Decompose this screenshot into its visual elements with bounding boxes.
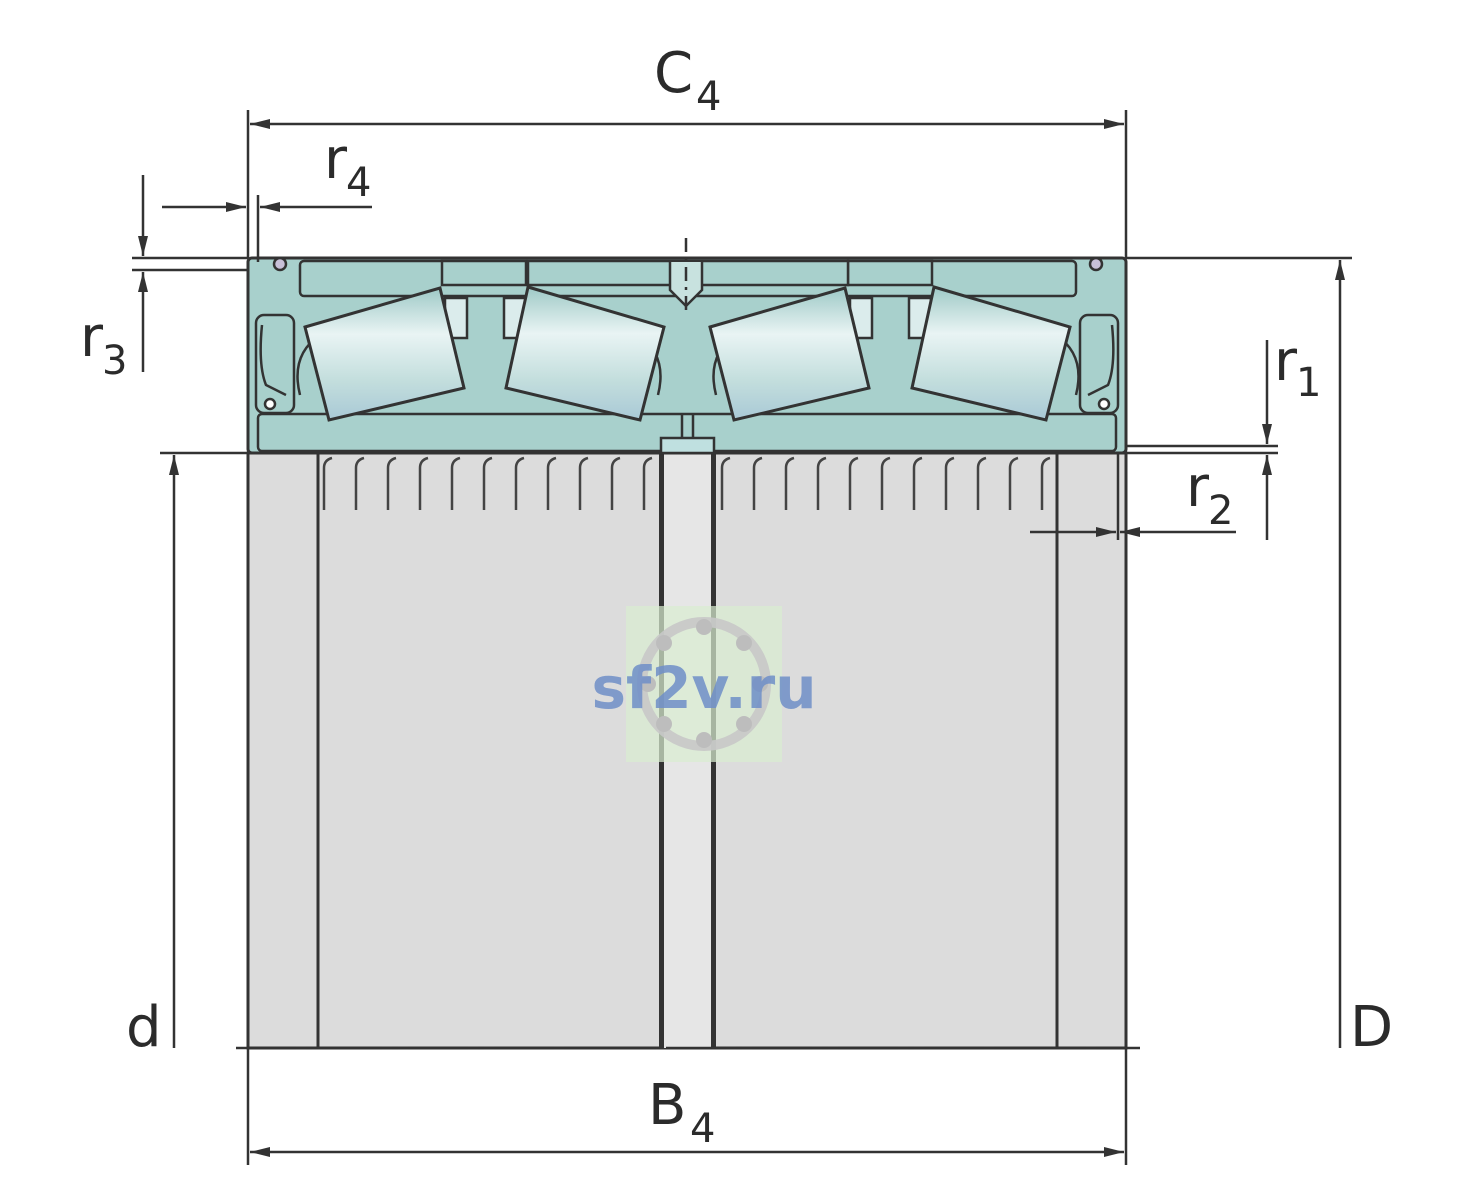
hatch-stroke: [944, 456, 955, 510]
label-r3: r 3: [80, 305, 127, 384]
svg-text:C: C: [654, 41, 693, 106]
hatch-stroke: [322, 456, 333, 510]
svg-text:r: r: [1186, 455, 1210, 520]
svg-text:3: 3: [102, 338, 127, 384]
label-d: d: [126, 995, 162, 1060]
hatch-stroke: [642, 456, 653, 510]
label-r1: r 1: [1274, 329, 1321, 406]
hatch-stroke: [752, 456, 763, 510]
hatch-stroke: [514, 456, 525, 510]
center-lines: [236, 238, 1140, 1050]
hatch-stroke: [482, 456, 493, 510]
hatch-stroke: [1008, 456, 1019, 510]
hatch-stroke: [976, 456, 987, 510]
hatch-stroke: [386, 456, 397, 510]
svg-text:4: 4: [696, 74, 721, 120]
svg-text:2: 2: [1208, 488, 1233, 534]
svg-text:r: r: [324, 127, 348, 192]
hatch-stroke: [450, 456, 461, 510]
watermark-logo: [626, 606, 782, 762]
svg-text:B: B: [648, 1073, 686, 1138]
hatch-stroke: [610, 456, 621, 510]
label-D: D: [1350, 995, 1393, 1060]
roller-row-1: [303, 286, 466, 422]
svg-text:1: 1: [1296, 360, 1321, 406]
label-r2: r 2: [1186, 455, 1233, 534]
watermark-balls: [640, 619, 768, 748]
dimension-lines: [132, 110, 1352, 1165]
svg-text:r: r: [80, 305, 104, 370]
label-B4: B 4: [648, 1073, 715, 1152]
label-C4: C 4: [654, 41, 721, 120]
hatch-stroke: [720, 456, 731, 510]
inner-ring-section: [246, 451, 1128, 1050]
roller-row-2: [504, 285, 666, 422]
svg-text:r: r: [1274, 329, 1298, 394]
hatch-stroke: [784, 456, 795, 510]
label-r4: r 4: [324, 127, 371, 206]
hatch-stroke: [418, 456, 429, 510]
watermark-text: sf2v.ru: [591, 654, 816, 722]
roller-row-3: [708, 286, 871, 422]
roller-row-4: [910, 285, 1072, 422]
hatch-stroke: [1040, 456, 1051, 510]
hatch-stroke: [848, 456, 859, 510]
hatch-stroke: [912, 456, 923, 510]
svg-text:4: 4: [690, 1106, 715, 1152]
hatch-stroke: [880, 456, 891, 510]
hatch-stroke: [546, 456, 557, 510]
hatch-stroke: [816, 456, 827, 510]
svg-text:4: 4: [346, 160, 371, 206]
hatch-stroke: [578, 456, 589, 510]
hatch-stroke: [354, 456, 365, 510]
